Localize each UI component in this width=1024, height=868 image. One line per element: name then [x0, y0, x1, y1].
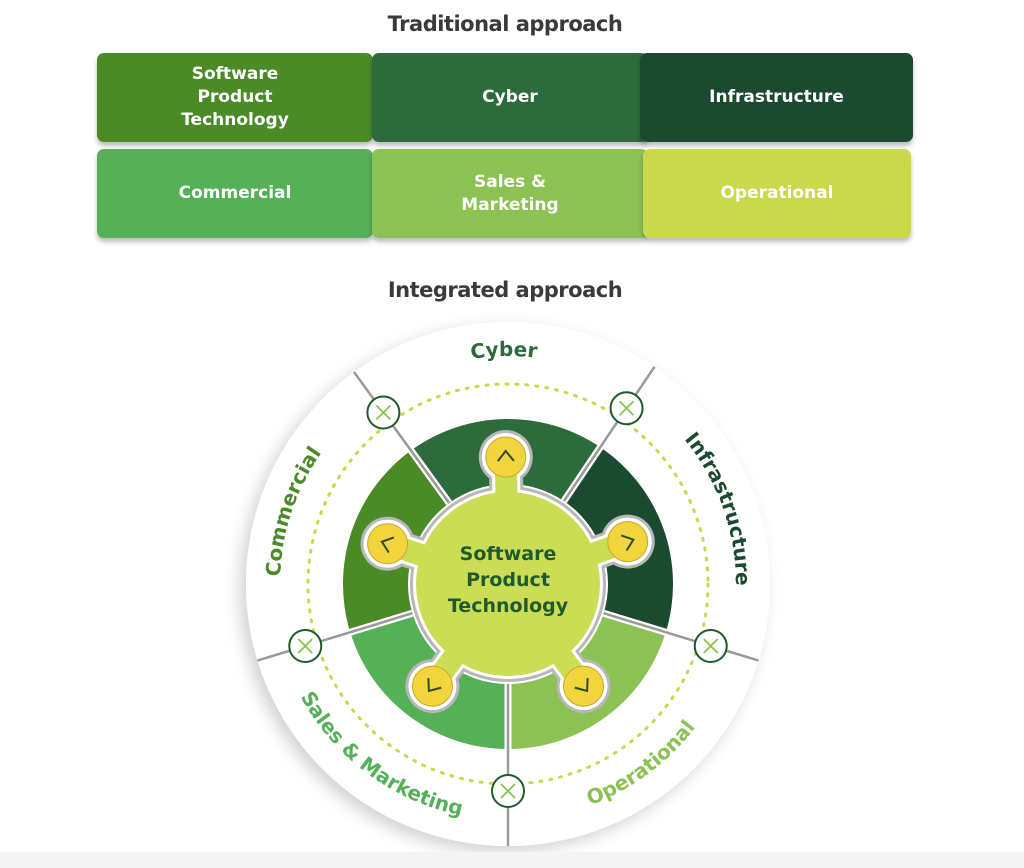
center-hub	[360, 430, 655, 714]
divider-line	[562, 366, 656, 502]
tile-operational: Operational	[643, 149, 911, 238]
junction-chevron-icon	[625, 400, 635, 416]
divider-line	[257, 612, 413, 662]
connector-node-icon	[411, 665, 453, 707]
connector-node-icon	[485, 436, 527, 478]
tile-commercial: Commercial	[97, 149, 373, 238]
bottom-bar	[0, 852, 1024, 868]
divider-lines	[256, 364, 760, 846]
tile-cyber: Cyber	[372, 53, 648, 142]
junction-chevron-icon	[506, 783, 516, 799]
chevron-icon	[427, 678, 442, 693]
connector-node-icon	[563, 665, 605, 707]
junction-chevron-icon	[382, 404, 392, 421]
sector-label-cyber: Cyber	[469, 337, 539, 364]
traditional-approach-title: Traditional approach	[387, 12, 623, 36]
divider-line	[603, 612, 759, 662]
center-label-line-3: Technology	[448, 595, 569, 617]
connector-stem	[504, 536, 617, 595]
connector-node-icon	[367, 523, 409, 565]
junction-chevron-icon	[303, 638, 313, 654]
junction-chevron-icon	[709, 638, 719, 654]
chevron-icon	[574, 678, 589, 693]
tile-sales-marketing: Sales & Marketing	[372, 149, 648, 238]
junction-nodes	[288, 391, 728, 808]
chevron-icon	[620, 534, 635, 552]
center-label-line-1: Software	[460, 543, 557, 565]
integrated-approach-title: Integrated approach	[387, 278, 623, 302]
tile-software-product-technology: Software Product Technology	[97, 53, 373, 142]
connector-stem	[399, 538, 512, 595]
traditional-grid: Software Product Technology Cyber Infras…	[97, 53, 913, 238]
chevron-icon	[497, 449, 515, 462]
chevron-icon	[380, 536, 395, 554]
connector-stem	[499, 577, 583, 680]
center-label-line-2: Product	[466, 569, 550, 591]
connector-stem	[495, 472, 519, 585]
connector-node-icon	[607, 521, 649, 563]
sector-label-text: Cyber	[469, 337, 539, 364]
connector-stem	[433, 577, 517, 680]
dotted-ring	[306, 382, 710, 786]
divider-line	[352, 371, 451, 504]
tile-infrastructure: Infrastructure	[640, 53, 913, 142]
